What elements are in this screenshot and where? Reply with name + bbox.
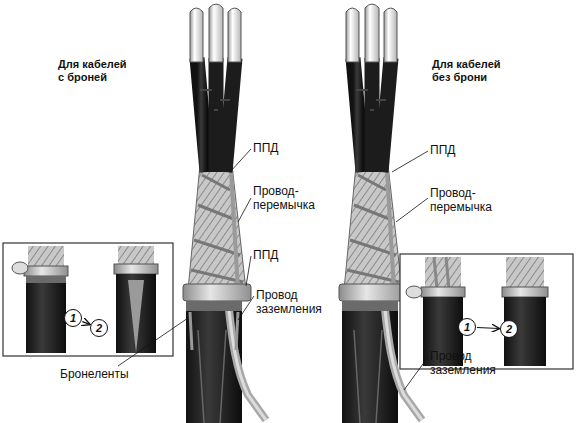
- callout-number: 2: [500, 320, 518, 338]
- inset-drawing: [406, 257, 548, 366]
- part-label: Провод заземления: [430, 349, 508, 377]
- callout-number: 1: [458, 318, 476, 336]
- leader-lines: [118, 149, 428, 390]
- variant-heading: Для кабелей с броней: [58, 58, 130, 84]
- callout-text: 1: [70, 313, 76, 324]
- part-label: Бронеленты: [60, 367, 150, 381]
- part-label: Провод заземления: [256, 288, 334, 316]
- part-label: ППД: [430, 143, 470, 157]
- callout-number: 2: [90, 319, 108, 337]
- inset-drawing: [12, 246, 158, 353]
- part-label: ППД: [253, 248, 293, 262]
- part-label: Провод- перемычка: [430, 186, 502, 214]
- callout-arrow: [477, 327, 499, 328]
- detail-inset: [3, 243, 173, 356]
- callout-text: 2: [506, 324, 512, 335]
- callout-text: 2: [96, 323, 102, 334]
- armoured-cable: [183, 4, 266, 423]
- part-label: ППД: [253, 141, 293, 155]
- detail-inset: [400, 254, 573, 369]
- callout-arrow: [82, 322, 89, 325]
- callout-text: 1: [464, 322, 470, 333]
- variant-heading: Для кабелей без брони: [432, 58, 512, 84]
- part-label: Провод- перемычка: [253, 184, 325, 212]
- armour-tapes: [190, 312, 238, 350]
- callout-number: 1: [64, 309, 82, 327]
